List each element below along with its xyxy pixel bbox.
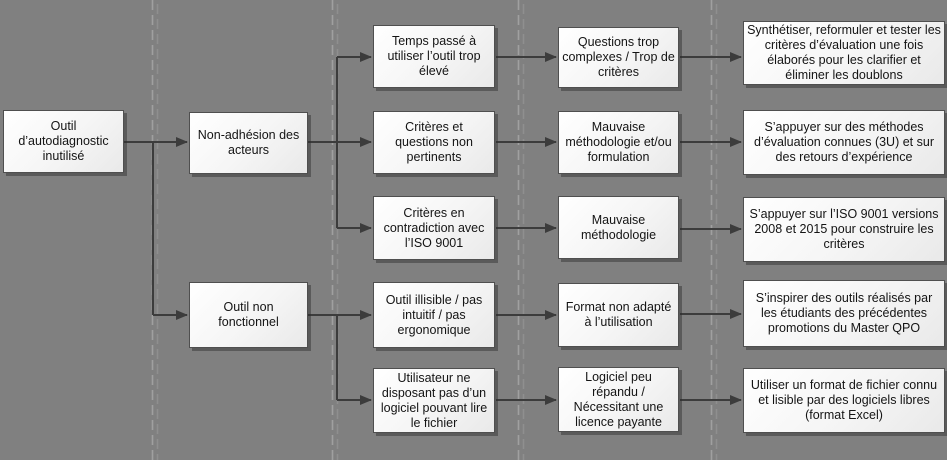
node-root-cause-3: Mauvaise méthodologie [558, 196, 679, 259]
node-sub-cause-1: Temps passé à utiliser l’outil trop élev… [373, 25, 495, 88]
node-label: Outil non fonctionnel [218, 300, 279, 329]
node-label: Utiliser un format de fichier connu et l… [750, 378, 938, 422]
node-action-5: Utiliser un format de fichier connu et l… [743, 368, 945, 433]
node-sub-cause-4: Outil illisible / pas intuitif / pas erg… [373, 282, 495, 348]
node-root-failure: Outil d’autodiagnostic inutilisé [3, 110, 124, 173]
node-label: Temps passé à utiliser l’outil trop élev… [387, 34, 481, 78]
node-root-cause-4: Format non adapté à l’utilisation [558, 283, 679, 347]
node-sub-cause-2: Critères et questions non pertinents [373, 111, 495, 174]
node-label: Critères en contradiction avec l’ISO 900… [383, 205, 485, 250]
connector-arrows [124, 52, 742, 405]
node-root-cause-5: Logiciel peu répandu / Nécessitant une l… [558, 367, 679, 432]
node-label: S’inspirer des outils réalisés par les é… [755, 291, 933, 335]
node-label: Outil d’autodiagnostic inutilisé [18, 119, 109, 163]
node-action-1: Synthétiser, reformuler et tester les cr… [743, 21, 945, 85]
node-sub-cause-5: Utilisateur ne disposant pas d’un logici… [373, 368, 495, 433]
node-label: Mauvaise méthodologie et/ou formulation [565, 120, 672, 164]
node-action-4: S’inspirer des outils réalisés par les é… [743, 280, 945, 347]
node-root-cause-2: Mauvaise méthodologie et/ou formulation [558, 111, 679, 174]
node-action-3: S’appuyer sur l’ISO 9001 versions 2008 e… [743, 197, 945, 262]
node-label: S’appuyer sur l’ISO 9001 versions 2008 e… [749, 207, 939, 251]
node-root-cause-1: Questions trop complexes / Trop de critè… [558, 27, 679, 88]
node-label: Utilisateur ne disposant pas d’un logici… [380, 370, 488, 430]
node-label: Outil illisible / pas intuitif / pas erg… [385, 292, 483, 337]
node-main-cause-1: Non-adhésion des acteurs [189, 112, 308, 174]
node-sub-cause-3: Critères en contradiction avec l’ISO 900… [373, 196, 495, 260]
node-label: Non-adhésion des acteurs [197, 128, 300, 157]
node-label: Questions trop complexes / Trop de critè… [562, 35, 675, 79]
node-label: Synthétiser, reformuler et tester les cr… [747, 23, 941, 82]
node-label: S’appuyer sur des méthodes d’évaluation … [754, 120, 934, 164]
node-action-2: S’appuyer sur des méthodes d’évaluation … [743, 110, 945, 175]
node-label: Mauvaise méthodologie [580, 212, 657, 242]
node-label: Logiciel peu répandu / Nécessitant une l… [573, 369, 664, 429]
node-label: Format non adapté à l’utilisation [565, 300, 672, 329]
node-label: Critères et questions non pertinents [395, 120, 473, 164]
node-main-cause-2: Outil non fonctionnel [189, 282, 308, 348]
